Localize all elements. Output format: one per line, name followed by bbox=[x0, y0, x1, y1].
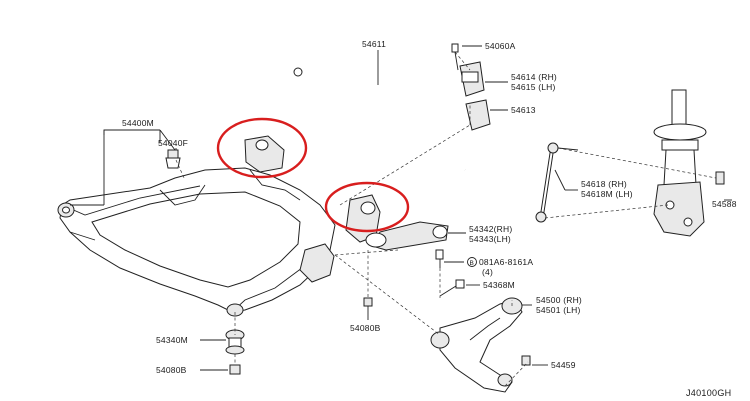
label-081a6: 081A6-8161A bbox=[479, 257, 533, 267]
label-54611: 54611 bbox=[362, 39, 386, 49]
bolts bbox=[165, 149, 531, 366]
crossmember-54400m bbox=[57, 135, 381, 317]
bolt-prefix-circle bbox=[467, 257, 477, 267]
label-54500: 54500 (RH) bbox=[536, 295, 582, 305]
stabilizer-link-54618 bbox=[535, 142, 579, 223]
rear-bushing-stack bbox=[225, 329, 245, 375]
strut-assembly bbox=[653, 89, 725, 237]
stabilizer-bushing-clamp bbox=[451, 43, 491, 131]
lower-control-arm-54500 bbox=[430, 297, 523, 393]
diagram-code: J40100GH bbox=[686, 388, 731, 398]
label-54080b-left: 54080B bbox=[156, 365, 187, 375]
label-54618: 54618 (RH) bbox=[581, 179, 627, 189]
label-54080b-center: 54080B bbox=[350, 323, 381, 333]
leader-lines bbox=[70, 45, 732, 387]
highlight-circle-rear-mount bbox=[324, 181, 410, 233]
highlight-circle-upper-mount bbox=[216, 117, 308, 179]
label-54618m: 54618M (LH) bbox=[581, 189, 633, 199]
label-54060a: 54060A bbox=[485, 41, 516, 51]
label-54040f: 54040F bbox=[158, 138, 188, 148]
label-54343: 54343(LH) bbox=[469, 234, 511, 244]
label-54459: 54459 bbox=[551, 360, 576, 370]
label-081a6-qty: (4) bbox=[482, 267, 493, 277]
label-54613: 54613 bbox=[511, 105, 536, 115]
label-54342: 54342(RH) bbox=[469, 224, 512, 234]
label-081a6-prefix: B bbox=[470, 260, 475, 267]
label-54614: 54614 (RH) bbox=[511, 72, 557, 82]
label-54615: 54615 (LH) bbox=[511, 82, 556, 92]
label-54588: 54588 bbox=[712, 199, 737, 209]
stabilizer-bar-54611 bbox=[293, 67, 504, 192]
label-54368m: 54368M bbox=[483, 280, 515, 290]
label-54340m: 54340M bbox=[156, 335, 188, 345]
label-54400m: 54400M bbox=[122, 118, 154, 128]
label-54501: 54501 (LH) bbox=[536, 305, 581, 315]
rear-link-54342 bbox=[365, 221, 449, 251]
